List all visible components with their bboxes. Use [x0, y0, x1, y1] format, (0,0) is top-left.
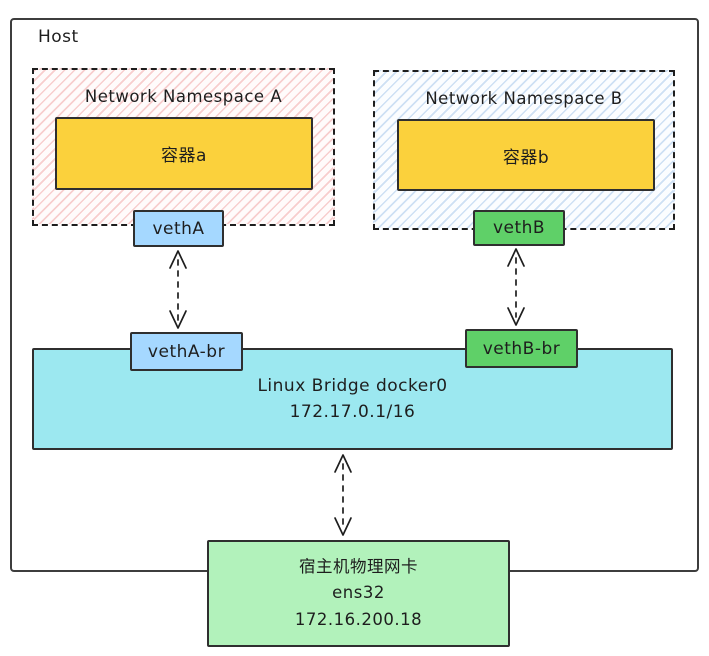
bridge-ip: 172.17.0.1/16: [289, 402, 416, 422]
host-label: Host: [38, 27, 79, 47]
container-b-box: 容器b: [397, 119, 655, 191]
veth-a-br-box: vethA-br: [130, 332, 243, 371]
namespace-a-title: Network Namespace A: [84, 87, 283, 106]
network-namespace-a-box: Network Namespace A: [32, 68, 335, 226]
veth-a-label: vethA: [152, 218, 205, 239]
container-b-label: 容器b: [502, 147, 550, 168]
nic-interface: ens32: [332, 583, 385, 603]
nic-name: 宿主机物理网卡: [299, 556, 418, 576]
container-a-label: 容器a: [161, 146, 207, 166]
veth-a-br-label: vethA-br: [147, 341, 226, 362]
veth-b-br-label: vethB-br: [482, 338, 561, 359]
nic-ip: 172.16.200.18: [294, 609, 423, 629]
veth-b-box: vethB: [473, 210, 565, 246]
veth-b-label: vethB: [492, 218, 546, 238]
physical-nic-box: 宿主机物理网卡 ens32 172.16.200.18: [207, 540, 510, 647]
container-a-box: 容器a: [55, 117, 313, 190]
bridge-name: Linux Bridge docker0: [257, 375, 448, 396]
namespace-b-title: Network Namespace B: [425, 89, 623, 108]
veth-a-box: vethA: [133, 210, 224, 247]
veth-b-br-box: vethB-br: [465, 329, 578, 368]
